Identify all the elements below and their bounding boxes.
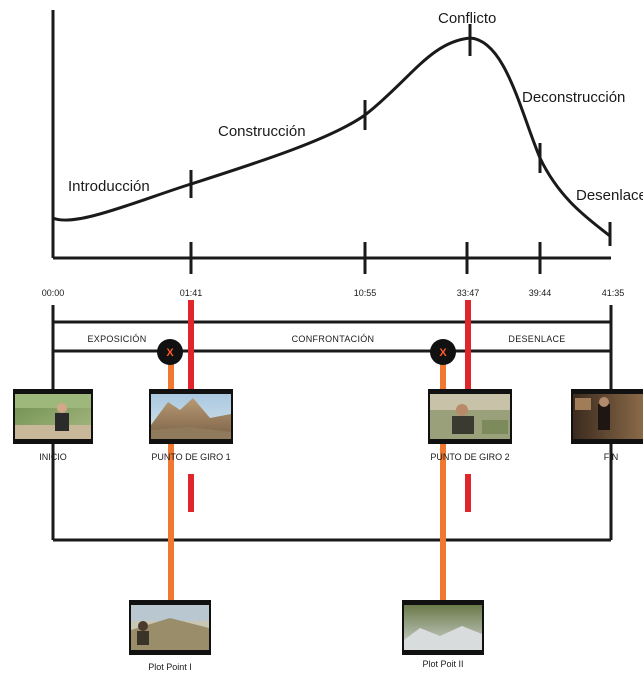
x-marker-label: X — [166, 347, 174, 359]
phase-label-desenlace: Desenlace — [576, 187, 643, 204]
timestamps: 00:00 01:41 10:55 33:47 39:44 41:35 — [42, 288, 625, 298]
phase-label-construccion: Construcción — [218, 123, 306, 140]
film-frame-plot-point-1 — [129, 600, 211, 655]
frame-label-plot-point-2: Plot Poit II — [422, 659, 463, 669]
x-marker-2: X — [430, 339, 456, 365]
frame-label-inicio: INICIO — [39, 452, 67, 462]
act-label-exposicion: EXPOSICIÓN — [87, 334, 146, 344]
film-frame-fin — [571, 389, 643, 444]
phase-label-introduccion: Introducción — [68, 178, 150, 195]
film-frame-inicio — [13, 389, 93, 444]
film-frame-plot-point-2 — [402, 600, 484, 655]
act-structure: EXPOSICIÓN CONFRONTACIÓN DESENLACE — [51, 305, 613, 542]
frame-label-fin: FIN — [604, 452, 619, 462]
act-label-desenlace: DESENLACE — [508, 334, 565, 344]
phase-label-deconstruccion: Deconstrucción — [522, 89, 625, 106]
frame-label-plot-point-1: Plot Point I — [148, 662, 192, 672]
film-frame-punto-giro-2 — [428, 389, 512, 444]
tension-curve — [52, 36, 611, 238]
frame-label-punto-giro-1: PUNTO DE GIRO 1 — [151, 452, 230, 462]
timestamp: 00:00 — [42, 288, 65, 298]
timestamp: 33:47 — [457, 288, 480, 298]
act-label-confrontacion: CONFRONTACIÓN — [292, 334, 375, 344]
phase-label-conflicto: Conflicto — [438, 10, 496, 27]
film-frame-punto-giro-1 — [149, 389, 233, 444]
timestamp: 10:55 — [354, 288, 377, 298]
timestamp: 41:35 — [602, 288, 625, 298]
x-marker-label: X — [439, 347, 447, 359]
x-marker-1: X — [157, 339, 183, 365]
dramatic-arc-chart: Introducción Construcción Conflicto Deco… — [51, 10, 643, 274]
timestamp: 01:41 — [180, 288, 203, 298]
timestamp: 39:44 — [529, 288, 552, 298]
frame-label-punto-giro-2: PUNTO DE GIRO 2 — [430, 452, 509, 462]
